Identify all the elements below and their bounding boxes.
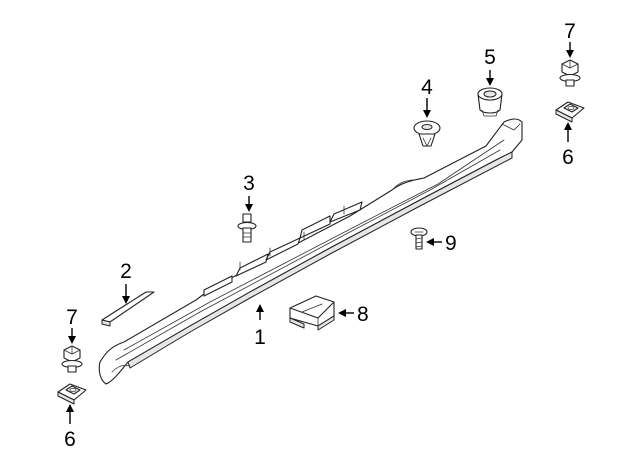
arrowhead-6-upper xyxy=(564,122,572,130)
rocker-molding[interactable] xyxy=(98,118,523,385)
arrowhead-1 xyxy=(256,304,264,312)
callout-7-upper: 7 xyxy=(564,20,576,43)
grommet[interactable] xyxy=(477,87,503,117)
arrowhead-3 xyxy=(245,204,253,212)
arrowhead-2 xyxy=(122,296,130,304)
arrowhead-7-lower xyxy=(68,336,76,344)
bolt-upper[interactable] xyxy=(559,59,581,87)
callout-8: 8 xyxy=(357,303,369,326)
trim-strip[interactable] xyxy=(101,291,155,327)
callout-7-lower: 7 xyxy=(66,306,78,329)
callout-labels: 1 2 3 4 5 6 7 6 7 8 9 xyxy=(64,20,576,451)
arrowhead-4 xyxy=(423,110,431,118)
nut-clip-lower[interactable] xyxy=(57,383,87,405)
callout-9: 9 xyxy=(445,232,457,255)
clip-pin[interactable] xyxy=(237,213,257,243)
bolt-lower[interactable] xyxy=(61,345,83,373)
callout-6-upper: 6 xyxy=(562,146,574,169)
bracket[interactable] xyxy=(289,295,335,331)
nut-clip-upper[interactable] xyxy=(555,101,585,123)
arrowhead-6-lower xyxy=(66,404,74,412)
callout-6-lower: 6 xyxy=(64,428,76,451)
callout-5: 5 xyxy=(484,46,496,69)
arrowhead-8 xyxy=(338,309,346,317)
arrowhead-5 xyxy=(486,78,494,86)
callout-1: 1 xyxy=(254,326,266,349)
callout-3: 3 xyxy=(243,172,255,195)
callout-2: 2 xyxy=(120,260,132,283)
callout-4: 4 xyxy=(421,76,433,99)
arrowhead-9 xyxy=(426,238,434,246)
leader-lines xyxy=(66,42,574,424)
push-clip[interactable] xyxy=(413,120,441,147)
arrowhead-7-upper xyxy=(566,50,574,58)
screw[interactable] xyxy=(410,227,428,250)
